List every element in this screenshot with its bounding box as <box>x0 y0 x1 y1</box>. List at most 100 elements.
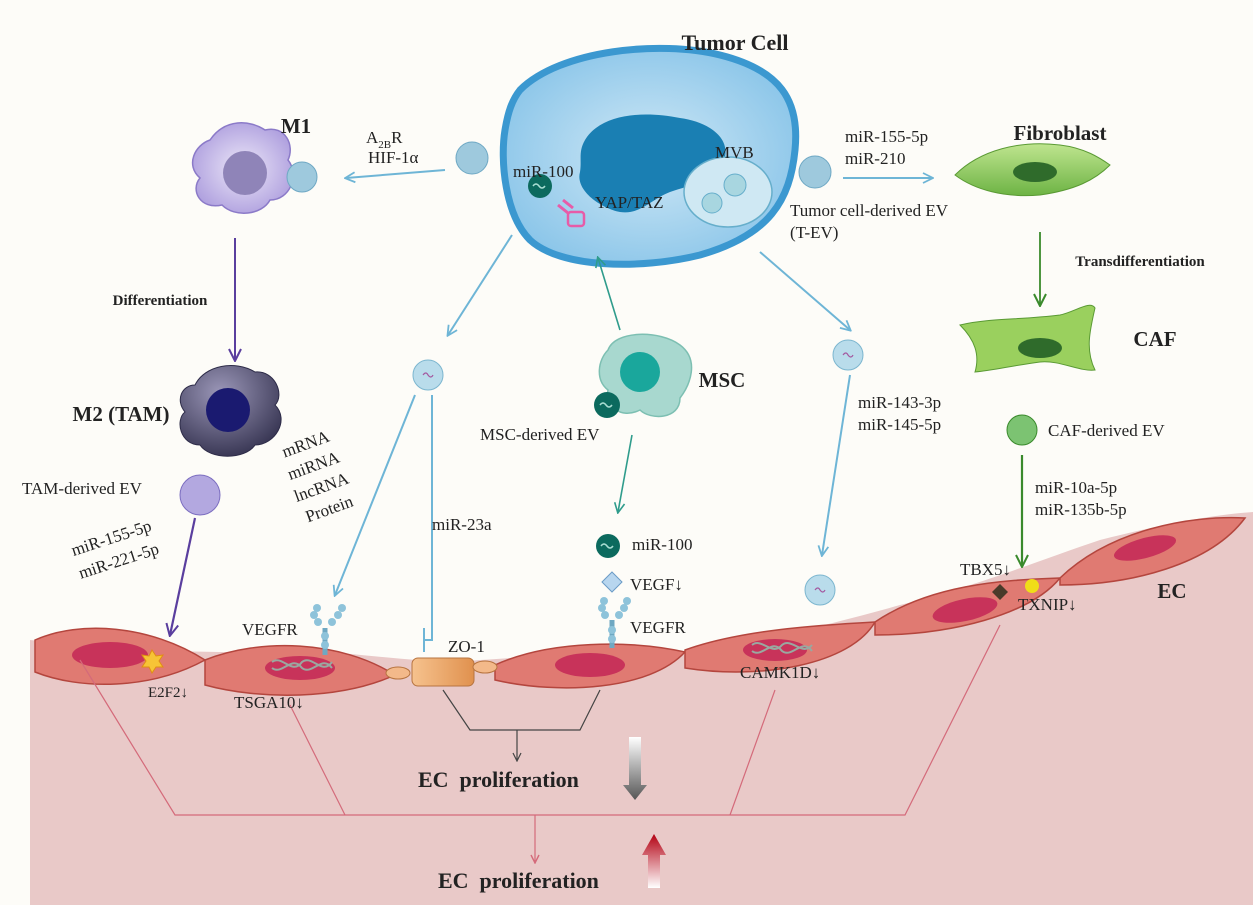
tam-ev-label: TAM-derived EV <box>22 479 143 498</box>
rna-squiggle-icon <box>599 402 613 408</box>
tumor-nucleus <box>579 114 726 213</box>
fibroblast-label: Fibroblast <box>1014 121 1107 145</box>
junction-left-knob <box>385 666 411 680</box>
rna-squiggle-icon <box>422 372 434 378</box>
ec-nucleus-1 <box>72 642 148 668</box>
tam-ev-icon <box>179 474 221 516</box>
connector-zo1-vegfr <box>442 689 601 731</box>
connector-camk1d <box>729 689 776 816</box>
hif-label: HIF-1α <box>368 148 419 167</box>
vegfr-receptor-icon <box>310 604 346 655</box>
mir100-ev-icon <box>596 534 620 558</box>
m2-nucleus <box>206 388 250 432</box>
arrow-ev-to-camk1d <box>822 374 851 555</box>
ec-nucleus-3 <box>555 653 625 677</box>
m2-label: M2 (TAM) <box>73 402 170 426</box>
yap-taz-label: YAP/TAZ <box>595 193 664 212</box>
tbx5-icon <box>992 584 1008 600</box>
vegfr-left-label: VEGFR <box>242 620 298 639</box>
inhibition-mir23a <box>424 395 433 641</box>
dna-icon <box>271 659 333 671</box>
caf-body <box>959 304 1096 373</box>
yap-taz-box <box>566 210 586 228</box>
tumor-mir100-label: miR-100 <box>513 162 573 181</box>
arrow-tam-ev-to-ec <box>170 517 197 635</box>
arrow-down-icon <box>623 737 647 800</box>
caf-ev-icon <box>1006 414 1038 446</box>
e2f2-icon <box>140 649 165 674</box>
mir23a-label: miR-23a <box>432 515 492 534</box>
tev-label: Tumor cell-derived EV <box>790 201 949 220</box>
caf-cell <box>959 304 1096 373</box>
tsga10-label: TSGA10↓ <box>234 693 304 712</box>
ev-icon <box>286 161 318 193</box>
connector-bottom <box>79 624 1001 816</box>
ec-nucleus-4 <box>743 639 807 661</box>
ec-nucleus-5 <box>932 597 998 623</box>
tev-abbr-label: (T-EV) <box>790 223 838 242</box>
dna-icon <box>751 642 813 654</box>
zo1-junction <box>385 657 498 687</box>
msc-cell <box>594 333 693 418</box>
tumor-cell-title: Tumor Cell <box>682 30 789 55</box>
differentiation-label: Differentiation <box>113 293 208 309</box>
caf-nucleus <box>1018 338 1062 358</box>
txnip-label: TXNIP↓ <box>1018 595 1077 614</box>
vegfr-receptor-icon <box>598 597 631 648</box>
msc-mir100-label: miR-100 <box>632 535 692 554</box>
rna-squiggle-icon <box>842 352 854 358</box>
mir145-label: miR-145-5p <box>858 415 941 434</box>
transdifferentiation-label: Transdifferentiation <box>1075 254 1205 270</box>
proliferation-up-label: EC proliferation <box>438 868 599 893</box>
arrow-up-icon <box>642 834 666 888</box>
a2br-label: A2BR <box>366 128 403 151</box>
mvb-vesicle <box>723 173 747 197</box>
msc-ev-label: MSC-derived EV <box>480 425 600 444</box>
arrow-msc-ev-to-ec <box>618 434 633 512</box>
m1-nucleus <box>223 151 267 195</box>
vegfr-right-label: VEGFR <box>630 618 686 637</box>
fibroblast-nucleus <box>1013 162 1057 182</box>
caf-label: CAF <box>1133 327 1176 351</box>
caf-ev-label: CAF-derived EV <box>1048 421 1165 440</box>
m2-tam <box>179 365 282 516</box>
tev-mir155-label: miR-155-5p <box>845 127 928 146</box>
zo1-protein <box>411 657 475 687</box>
ec-nucleus-6 <box>1113 535 1177 561</box>
camk1d-label: CAMK1D↓ <box>740 663 820 682</box>
m1-macrophage <box>191 122 318 214</box>
mvb-vesicle <box>701 192 723 214</box>
tev-mir210-label: miR-210 <box>845 149 905 168</box>
arrow-to-m1 <box>346 169 446 178</box>
vegf-icon <box>601 571 623 593</box>
ev-icon <box>455 141 489 175</box>
m1-label: M1 <box>281 114 311 138</box>
mvb-label: MVB <box>715 143 754 162</box>
mir143-label: miR-143-3p <box>858 393 941 412</box>
caf-mir135b-label: miR-135b-5p <box>1035 500 1127 519</box>
msc-nucleus <box>620 352 660 392</box>
vegf-label: VEGF↓ <box>630 575 683 594</box>
msc-ev-icon <box>594 392 620 418</box>
tbx5-label: TBX5↓ <box>960 560 1011 579</box>
txnip-icon <box>1025 579 1039 593</box>
arrow-msc-to-tumor <box>598 258 621 331</box>
msc-label: MSC <box>699 368 746 392</box>
arrow-tumor-to-ev-left <box>448 234 513 335</box>
rna-squiggle-icon <box>532 183 546 189</box>
rna-squiggle-icon <box>814 587 826 593</box>
arrow-ev-to-vegfr <box>335 394 416 595</box>
tev-icon <box>798 155 832 189</box>
proliferation-down-label: EC proliferation <box>418 767 579 792</box>
arrow-tumor-to-ev-right <box>759 251 850 330</box>
junction-right-knob <box>472 660 498 674</box>
caf-mir10a-label: miR-10a-5p <box>1035 478 1117 497</box>
yap-taz-icon <box>557 198 574 215</box>
rna-squiggle-icon <box>600 543 614 549</box>
fibroblast-cell <box>954 143 1111 197</box>
e2f2-label: E2F2↓ <box>148 685 188 701</box>
connector-tsga10 <box>289 704 346 816</box>
ec-label: EC <box>1157 579 1186 603</box>
